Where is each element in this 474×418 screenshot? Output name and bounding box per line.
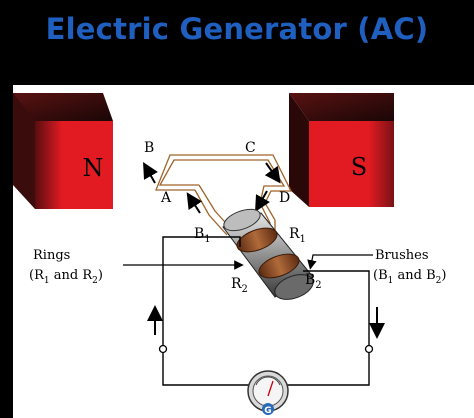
south-magnet-top xyxy=(289,93,394,121)
right-terminal xyxy=(364,344,374,354)
ring-r2-label: R2 xyxy=(231,276,248,295)
coil-label-a: A xyxy=(160,190,172,206)
rings-callout-detail: (R1 and R2) xyxy=(29,268,103,286)
brush-b1-label: B1 xyxy=(194,226,211,245)
coil-current-arrows xyxy=(143,162,281,214)
arrow-c-to-d xyxy=(264,162,281,184)
brush-b2-label: B2 xyxy=(305,272,322,291)
rings-callout-title: Rings xyxy=(33,248,70,263)
arrow-to-a xyxy=(186,192,203,214)
generator-diagram: N S xyxy=(13,93,446,416)
north-magnet-face xyxy=(35,121,113,209)
arrow-a-to-b xyxy=(143,162,158,184)
left-terminal xyxy=(158,344,168,354)
diagram-panel: N S xyxy=(13,85,474,418)
axle-with-slip-rings xyxy=(222,208,314,300)
galvanometer: G xyxy=(247,370,289,416)
slide-title: Electric Generator (AC) xyxy=(45,12,429,46)
galvanometer-label: G xyxy=(264,406,271,416)
north-magnet-top xyxy=(13,93,113,121)
coil-label-d: D xyxy=(279,190,290,206)
brushes-callout-detail: (B1 and B2) xyxy=(373,268,446,286)
coil-label-b: B xyxy=(144,140,154,156)
coil-label-c: C xyxy=(245,140,256,156)
brushes-pointer xyxy=(307,254,373,270)
slip-ring-r1 xyxy=(236,227,278,253)
south-pole-label: S xyxy=(351,153,367,181)
south-magnet-face xyxy=(309,121,394,207)
north-pole-label: N xyxy=(83,154,104,182)
north-magnet: N xyxy=(13,93,113,209)
galvanometer-needle xyxy=(267,380,274,397)
ring-r1-label: R1 xyxy=(289,226,306,245)
south-magnet: S xyxy=(289,93,394,207)
coil-abcd xyxy=(155,154,293,236)
brushes-callout-title: Brushes xyxy=(375,248,429,263)
slip-ring-r2 xyxy=(258,253,300,279)
arrow-from-d xyxy=(255,190,270,212)
